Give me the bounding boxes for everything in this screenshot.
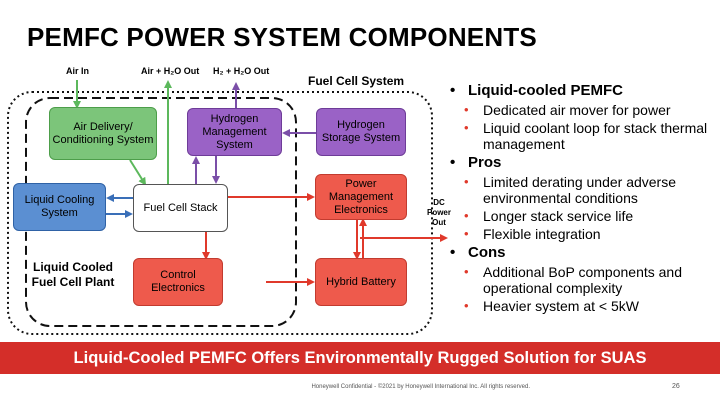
bullet-text: Liquid-cooled PEMFC	[468, 82, 623, 99]
plant-label: Liquid Cooled Fuel Cell Plant	[20, 260, 126, 290]
dc-power-out-label: DC Power Out	[424, 198, 454, 228]
control-electronics-label: Control Electronics	[151, 269, 205, 294]
sub-bullet: •Additional BoP components and operation…	[464, 264, 718, 296]
plant-label-line2: Fuel Cell Plant	[31, 275, 115, 289]
bullet-cons: •Cons	[450, 244, 506, 261]
hybrid-battery-label: Hybrid Battery	[326, 275, 396, 288]
fuel-cell-stack-box: Fuel Cell Stack	[133, 184, 228, 232]
dc-label-line1: DC	[433, 198, 445, 207]
sub-bullet: •Dedicated air mover for power	[464, 102, 671, 118]
air-delivery-box: Air Delivery/ Conditioning System	[49, 107, 157, 160]
sub-bullet: •Heavier system at < 5kW	[464, 298, 639, 314]
air-to-stack-arrow	[129, 159, 147, 186]
sub-bullet-text: Liquid coolant loop for stack thermal ma…	[483, 120, 708, 152]
liquid-cooling-label: Liquid Cooling System	[24, 194, 95, 219]
fuel-cell-system-boundary	[7, 91, 433, 335]
sub-bullet: •Longer stack service life	[464, 208, 634, 224]
air-in-label: Air In	[66, 66, 90, 76]
sub-bullet-text: Limited derating under adverse environme…	[483, 174, 677, 206]
dc-label-line2: Power	[426, 208, 451, 217]
summary-banner: Liquid-Cooled PEMFC Offers Environmental…	[0, 342, 720, 374]
footer-copyright: Honeywell Confidential - ©2021 by Honeyw…	[311, 384, 530, 390]
bullet-text: Pros	[468, 154, 502, 171]
hydrogen-storage-box: Hydrogen Storage System	[316, 108, 406, 156]
sub-bullet-text: Additional BoP components and operationa…	[483, 264, 682, 296]
fuel-cell-stack-label: Fuel Cell Stack	[143, 201, 218, 214]
power-management-box: Power Management Electronics	[315, 174, 407, 220]
sub-bullet-text: Dedicated air mover for power	[483, 102, 671, 118]
sub-bullet: •Flexible integration	[464, 226, 601, 242]
slide-title: PEMFC POWER SYSTEM COMPONENTS	[27, 22, 537, 52]
sub-bullet: •Liquid coolant loop for stack thermal m…	[464, 120, 718, 152]
control-electronics-box: Control Electronics	[133, 258, 223, 306]
sub-bullet-text: Heavier system at < 5kW	[483, 298, 639, 314]
hybrid-battery-box: Hybrid Battery	[315, 258, 407, 306]
bullet-text: Cons	[468, 244, 506, 261]
page-number: 26	[672, 383, 680, 390]
h2-h2o-out-label: H₂ + H₂O Out	[213, 66, 270, 76]
power-management-label: Power Management Electronics	[328, 177, 394, 216]
bullet-liquid-cooled: •Liquid-cooled PEMFC	[450, 82, 623, 99]
hydrogen-management-box: Hydrogen Management System	[187, 108, 282, 156]
fuel-cell-system-label: Fuel Cell System	[308, 74, 405, 88]
hydrogen-storage-label: Hydrogen Storage System	[321, 119, 401, 144]
bullet-pros: •Pros	[450, 154, 502, 171]
bullet-list: •Liquid-cooled PEMFC •Dedicated air move…	[450, 80, 718, 314]
sub-bullet: •Limited derating under adverse environm…	[464, 174, 718, 206]
fuel-cell-diagram: Air In Air + H₂O Out H₂ + H₂O Out Fuel C…	[0, 60, 451, 340]
plant-label-line1: Liquid Cooled	[33, 260, 113, 274]
sub-bullet-text: Longer stack service life	[483, 208, 634, 224]
hydrogen-management-label: Hydrogen Management System	[202, 112, 267, 151]
air-h2o-out-label: Air + H₂O Out	[141, 66, 200, 76]
liquid-cooling-box: Liquid Cooling System	[13, 183, 106, 231]
sub-bullet-text: Flexible integration	[483, 226, 601, 242]
dc-label-line3: Out	[432, 218, 446, 227]
air-delivery-label: Air Delivery/ Conditioning System	[52, 120, 154, 146]
